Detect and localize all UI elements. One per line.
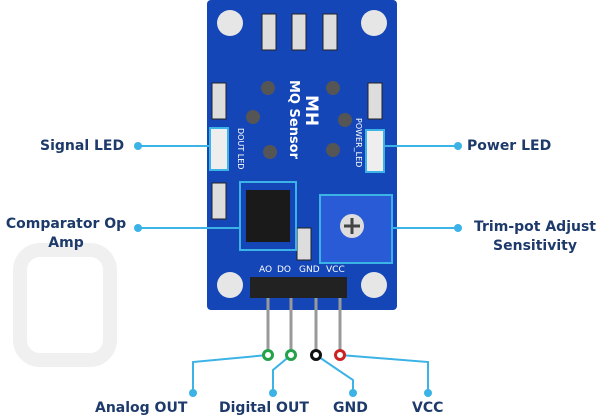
sensor-pads xyxy=(246,81,352,159)
label-trimpot-line1: Trim-pot Adjust xyxy=(474,219,596,235)
label-gnd: GND xyxy=(333,400,368,416)
label-signal-led: Signal LED xyxy=(40,138,125,154)
label-comparator-line2: Amp xyxy=(48,235,84,251)
svg-text:GND: GND xyxy=(299,265,320,275)
label-trimpot: Trim-pot Adjust Sensitivity xyxy=(460,218,610,256)
mounting-holes xyxy=(217,10,387,298)
svg-text:VCC: VCC xyxy=(326,265,345,275)
label-comparator-line1: Comparator Op xyxy=(5,216,127,232)
silk-dout-led: DOUT LED xyxy=(236,128,245,169)
silk-power-led: POWER_LED xyxy=(354,118,363,167)
pin-header-labels: AO DO GND VCC xyxy=(259,265,345,275)
pin-marker-vcc xyxy=(334,349,346,361)
label-analog-out: Analog OUT xyxy=(95,400,188,416)
header-pins xyxy=(266,298,342,350)
smd-resistors xyxy=(211,13,383,261)
watermark-logo xyxy=(13,243,117,367)
svg-text:AO: AO xyxy=(259,265,272,275)
comparator-ic-highlight xyxy=(239,181,297,251)
board-subtitle: MQ Sensor xyxy=(286,80,301,160)
signal-led xyxy=(209,127,229,171)
label-comparator: Comparator Op Amp xyxy=(0,215,132,253)
label-trimpot-line2: Sensitivity xyxy=(493,238,577,254)
svg-text:DO: DO xyxy=(277,265,291,275)
board-title: MH xyxy=(301,95,321,126)
pin-marker-digital xyxy=(285,349,297,361)
callout-dots xyxy=(134,142,462,397)
pin-marker-analog xyxy=(262,349,274,361)
label-digital-out: Digital OUT xyxy=(219,400,309,416)
callout-lines xyxy=(138,145,458,393)
power-led xyxy=(365,129,385,173)
label-power-led: Power LED xyxy=(467,138,552,154)
label-vcc: VCC xyxy=(412,400,444,416)
pin-marker-gnd xyxy=(310,349,322,361)
comparator-ic xyxy=(246,190,290,242)
pin-header xyxy=(250,277,347,298)
